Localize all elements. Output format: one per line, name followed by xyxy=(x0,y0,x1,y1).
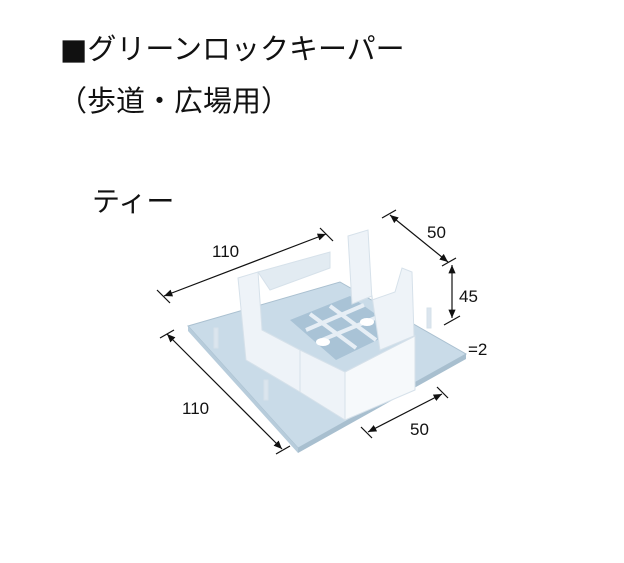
product-title: ■グリーンロックキーパー xyxy=(60,32,405,66)
variant-label: ティー xyxy=(92,185,175,218)
dim-height: 45 xyxy=(459,287,478,306)
dimension-lines xyxy=(156,209,461,455)
dim-bottom-width: 50 xyxy=(410,420,429,439)
center-grid xyxy=(290,296,398,360)
dim-top-length: 110 xyxy=(212,242,239,261)
dim-top-depth: 50 xyxy=(427,223,446,242)
product-subtitle: （歩道・広場用） xyxy=(58,84,291,118)
dim-left-length: 110 xyxy=(182,399,209,418)
dim-thickness: =2 xyxy=(468,340,487,359)
